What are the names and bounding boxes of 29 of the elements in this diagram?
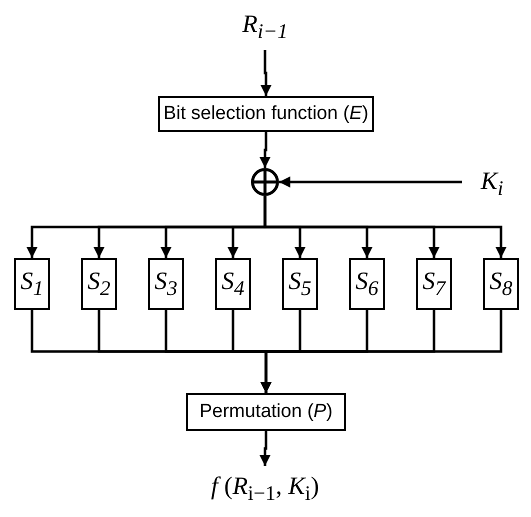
s-box [349, 258, 385, 310]
s-box-label: S$_{6}$ [356, 268, 378, 300]
s-box-label: S$_{1}$ [20, 268, 44, 300]
process-box [186, 393, 346, 431]
math-label: K$_{i}$ [480, 168, 504, 200]
box-label: Permutation (P) [199, 401, 333, 423]
arrow [259, 132, 271, 168]
s-box [282, 258, 318, 310]
s-box-label: S$_{8}$ [490, 268, 512, 300]
s-box-label: S$_{4}$ [222, 268, 244, 300]
s-box-label: S$_{5}$ [288, 268, 312, 300]
s-box [14, 258, 50, 310]
arrow [260, 50, 272, 96]
arrow [264, 196, 507, 258]
math-label: f (R$_{i−1}$, K$_{i}$) [210, 472, 320, 506]
arrow [259, 431, 271, 466]
arrow [260, 310, 502, 393]
s-box-label: S$_{2}$ [88, 268, 110, 300]
s-box [215, 258, 251, 310]
arrow [279, 176, 462, 188]
math-label: R$_{i−1}$ [242, 11, 288, 44]
process-box [158, 96, 374, 132]
s-box-label: S$_{3}$ [154, 268, 178, 300]
s-box [416, 258, 452, 310]
s-box [483, 258, 519, 310]
s-box [148, 258, 184, 310]
s-box [81, 258, 117, 310]
box-label: Bit selection function (E) [164, 103, 368, 125]
s-box-label: S$_{7}$ [422, 268, 446, 300]
